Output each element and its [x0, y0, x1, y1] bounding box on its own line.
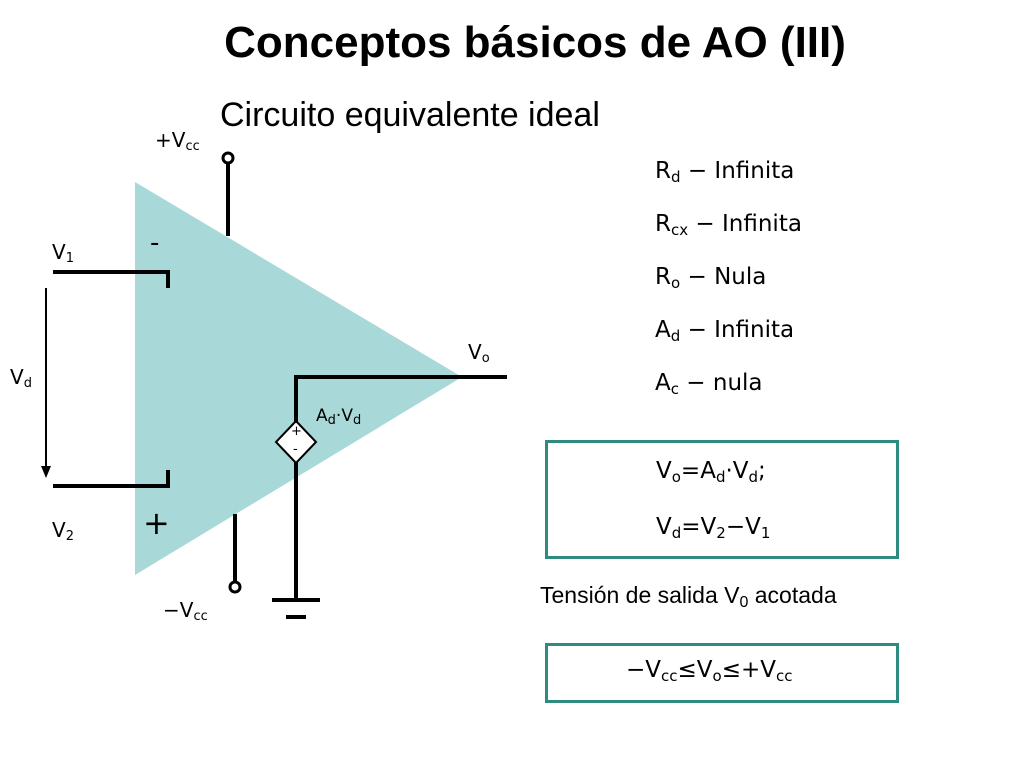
property-ac: Ac − nula [655, 370, 763, 398]
output-bound-note: Tensión de salida V0 acotada [540, 582, 837, 611]
vo-label: Vo [468, 340, 490, 366]
noninverting-input-wire [53, 470, 170, 488]
property-ro: Ro − Nula [655, 264, 767, 292]
noninverting-sign: + [143, 504, 170, 542]
vcc-neg-label: −Vcc [163, 598, 208, 624]
property-ad: Ad − Infinita [655, 317, 795, 345]
source-plus-sign: + [291, 424, 302, 439]
inverting-input-wire [53, 270, 170, 288]
slide-subtitle: Circuito equivalente ideal [220, 96, 600, 134]
vcc-pos-terminal [221, 151, 235, 165]
inverting-sign: - [150, 228, 160, 258]
property-rcx: Rcx − Infinita [655, 211, 802, 239]
vcc-pos-label: +Vcc [155, 128, 200, 154]
bounds-box: −Vcc≤Vo≤+Vcc [545, 643, 899, 703]
bounds-equation: −Vcc≤Vo≤+Vcc [626, 657, 793, 685]
vcc-neg-terminal [228, 580, 242, 594]
vd-arrow-head [41, 466, 51, 478]
gain-label: Ad·Vd [316, 406, 362, 428]
equation-output: Vo=Ad·Vd; [656, 458, 766, 486]
vd-label: Vd [10, 365, 32, 391]
v2-label: V2 [52, 518, 74, 544]
v1-label: V1 [52, 240, 74, 266]
equations-box: Vo=Ad·Vd; Vd=V2−V1 [545, 440, 899, 559]
property-rd: Rd − Infinita [655, 158, 795, 186]
dependent-source [274, 419, 318, 465]
source-minus-sign: - [293, 442, 298, 457]
equation-differential: Vd=V2−V1 [656, 514, 771, 542]
slide-title: Conceptos básicos de AO (III) [224, 18, 846, 67]
